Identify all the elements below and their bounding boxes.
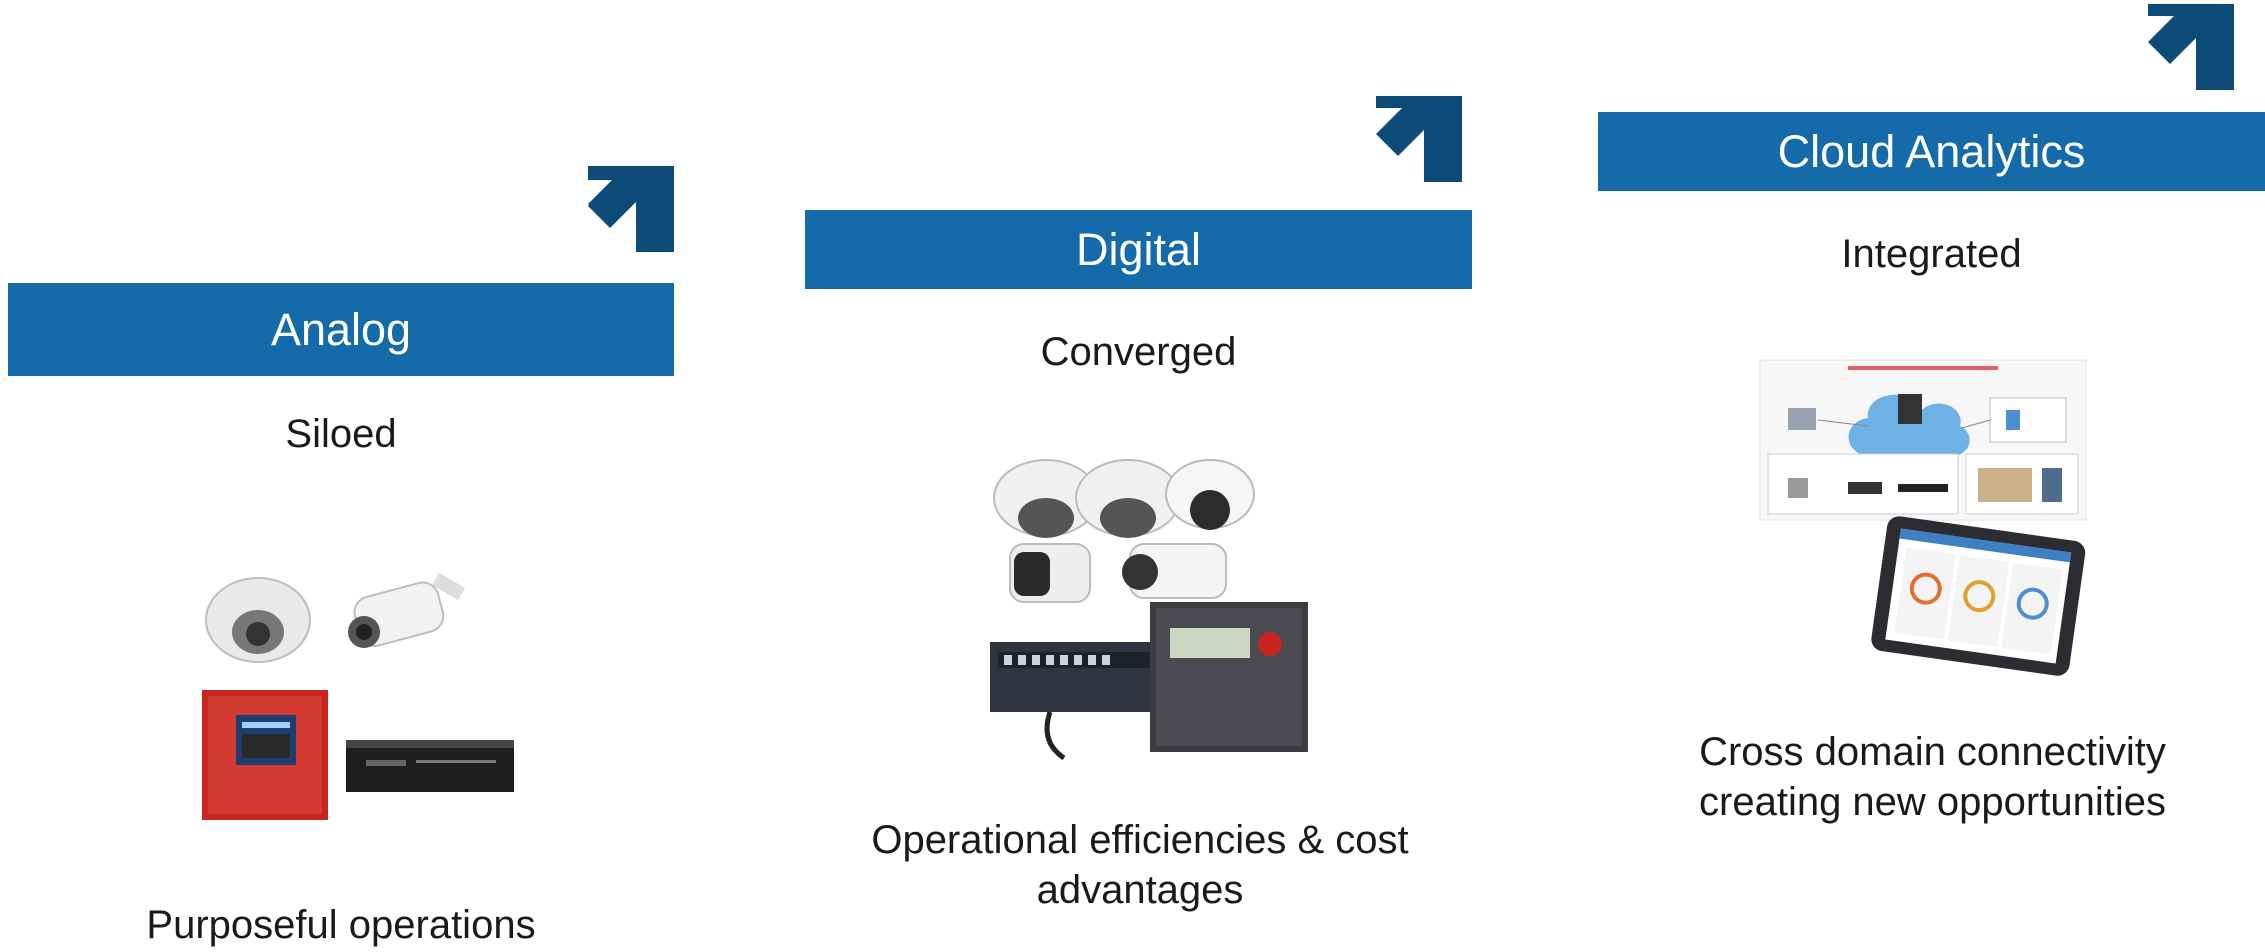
stage-caption: Purposeful operations	[146, 903, 536, 947]
arrow-up-right-icon	[2148, 4, 2234, 90]
stage-caption: Cross domain connectivity creating new o…	[1699, 730, 2166, 824]
stage-subtitle: Converged	[1040, 330, 1237, 374]
stage-title: Analog	[270, 303, 412, 355]
cloud-dashboard-image	[1758, 358, 2088, 676]
arrow-up-right-icon	[1376, 96, 1462, 182]
stage-caption: Operational efficiencies & cost advantag…	[871, 818, 1409, 912]
stage-title-banner: Analog	[8, 283, 674, 376]
stage-subtitle: Integrated	[1841, 232, 2022, 276]
analog-devices-image	[196, 560, 526, 830]
stage-title: Cloud Analytics	[1777, 125, 2086, 177]
stage-subtitle: Siloed	[285, 412, 397, 456]
digital-devices-image	[990, 452, 1308, 762]
arrow-up-right-icon	[588, 166, 674, 252]
stage-title-banner: Cloud Analytics	[1598, 112, 2265, 191]
stage-title-banner: Digital	[805, 210, 1472, 289]
stage-title: Digital	[1075, 223, 1202, 275]
